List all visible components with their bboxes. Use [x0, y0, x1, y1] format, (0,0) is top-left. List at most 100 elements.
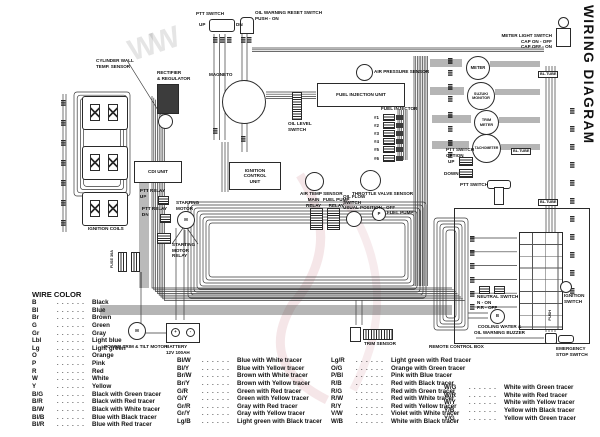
wire-name: Yellow with Green tracer	[504, 414, 576, 422]
connector-icon	[448, 112, 453, 114]
legend-row: Y/B Yellow with Black tracer	[444, 407, 576, 415]
air-temp-sensor-label: AIR TEMP SENSOR	[300, 191, 343, 196]
wire-code: R/G	[331, 387, 343, 395]
wire-code: Gr/Y	[177, 410, 191, 418]
legend-row: Lg/R Light green with Red tracer	[331, 357, 471, 365]
legend-dots	[57, 323, 92, 331]
legend-dots	[202, 396, 237, 404]
legend-dots	[356, 373, 391, 381]
wire-name: White with Black tracer	[391, 418, 460, 426]
connector-icon	[448, 86, 453, 88]
legend-column-2: Bl/W Blue with White tracer Bl/Y Blue wi…	[177, 357, 322, 426]
legend-row: Gr/Y Gray with Yellow tracer	[177, 410, 322, 418]
wire-name: Black with Green tracer	[92, 390, 162, 398]
fuel-injector-icon	[383, 113, 395, 121]
wire-code: B/R	[32, 398, 43, 406]
fuel-injector-icon	[383, 129, 395, 137]
wire-color-legend: WIRE COLOR B Black Bl Blue Br Brown G	[0, 288, 600, 437]
connector-icon	[570, 236, 575, 238]
connector-icon	[448, 128, 453, 130]
connector-icon	[61, 120, 66, 122]
fuel-pump-relay-icon	[327, 208, 340, 230]
legend-row: Lbl Light blue	[32, 337, 161, 345]
wire-name: Yellow with Black tracer	[504, 406, 575, 414]
connector-icon	[227, 39, 232, 41]
wire-code: W	[32, 375, 38, 383]
connector-icon	[213, 130, 218, 132]
fuel-injector-row: #6	[374, 154, 403, 162]
connector-icon	[470, 304, 475, 306]
legend-row: W/R White with Red tracer	[444, 392, 576, 400]
wire-code: R/Y	[331, 402, 342, 410]
ptt-switch-rc-label: PTT SWITCH	[460, 182, 489, 187]
legend-dots	[469, 393, 504, 401]
connector-icon	[448, 156, 453, 158]
wire-code: Lg	[32, 344, 40, 352]
wire-code: Bl/Y	[177, 364, 190, 372]
connector-icon	[570, 272, 575, 274]
wire-name: Orange with Green tracer	[391, 364, 466, 372]
legend-row: Gr/R Gray with Red tracer	[177, 403, 322, 411]
connector-icon	[61, 202, 66, 204]
wire-name: Yellow	[92, 383, 112, 391]
connector-icon	[448, 114, 453, 116]
connector-icon	[61, 222, 66, 224]
spare-fuse-icon	[131, 252, 140, 272]
connector-icon	[241, 140, 246, 142]
remote-control-box-outline	[454, 208, 590, 344]
connector-icon	[570, 164, 575, 166]
air-temp-sensor-icon	[305, 172, 324, 191]
wire-loop	[439, 223, 463, 325]
legend-dots	[202, 389, 237, 397]
throttle-valve-sensor-label: THROTTLE VALVE SENSOR	[352, 191, 414, 196]
connector-icon	[61, 220, 66, 222]
starting-motor-icon: M	[177, 211, 195, 229]
legend-dots	[202, 381, 237, 389]
fuel-injector-list: #1 #2 #3 #4 #5 #6	[374, 113, 403, 162]
trim-sensor-label: TRIM SENSOR	[364, 341, 396, 346]
main-relay-label: MAIN RELAY	[306, 197, 322, 208]
wire-code: O	[32, 352, 37, 360]
wire-code: Br	[32, 314, 39, 322]
ptt-switch-option-label: PTT SWITCH OPTION	[446, 147, 475, 158]
fuel-injector-number: #1	[374, 114, 379, 120]
legend-row: O Orange	[32, 352, 161, 360]
wire-name: Red with White tracer	[391, 395, 455, 403]
connector-icon	[570, 274, 575, 276]
connector-icon	[61, 122, 66, 124]
connector-icon	[570, 288, 575, 290]
ignition-switch-label: IGNITION SWITCH	[564, 293, 585, 304]
fuel-injector-row: #1	[374, 113, 403, 121]
cylinder-wall-temp-sensor-label: CYLINDER WALL TEMP. SENSOR	[96, 58, 134, 69]
fuel-injector-number: #4	[374, 139, 379, 145]
connector-icon	[570, 252, 575, 254]
connector-icon	[448, 154, 453, 156]
wire-code: Gr	[32, 329, 40, 337]
wire-name: Red	[92, 367, 104, 375]
wire-name: White with Red tracer	[504, 391, 568, 399]
connector-icon	[220, 37, 225, 39]
connector-icon	[570, 234, 575, 236]
rectifier-regulator-icon	[157, 84, 179, 114]
legend-row: G Green	[32, 322, 161, 330]
wire-name: Blue	[92, 306, 106, 314]
legend-row: G/R Green with Red tracer	[177, 388, 322, 396]
legend-row: Lg Light green	[32, 345, 161, 353]
connector-icon	[570, 112, 575, 114]
connector-icon	[570, 238, 575, 240]
legend-dots	[57, 407, 92, 415]
wire-name: Violet with White tracer	[391, 410, 460, 418]
connector-icon	[241, 41, 246, 43]
ignition-coil-bank-1	[82, 96, 128, 130]
legend-dots	[356, 404, 391, 412]
bl-tube-tag: BL.TUBE	[538, 199, 559, 206]
wire-loop	[445, 229, 457, 319]
ptt-switch-top-icon	[209, 19, 235, 32]
connector-icon	[570, 162, 575, 164]
connector-icon	[470, 308, 475, 310]
connector-icon	[227, 37, 232, 39]
fuel-injector-plug-icon	[396, 155, 403, 161]
connector-icon	[61, 160, 66, 162]
connector-icon	[470, 265, 475, 267]
fuel-injector-row: #3	[374, 129, 403, 137]
